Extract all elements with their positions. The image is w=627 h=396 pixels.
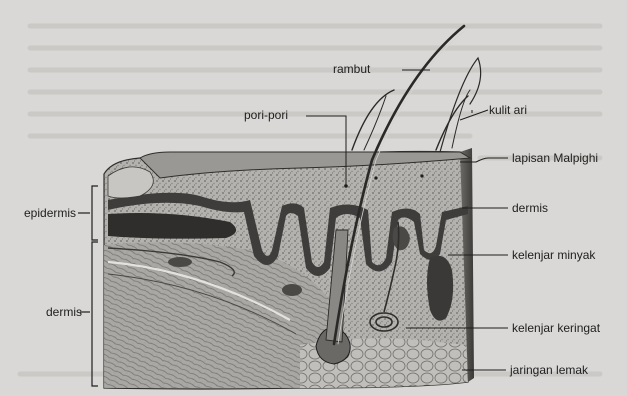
small-gland [168,257,192,267]
label-dermis-right: dermis [512,201,548,215]
label-kulit-ari: kulit ari [489,103,527,117]
left-brackets [78,186,98,386]
label-epidermis-left: epidermis [24,206,76,220]
label-lapisan-malpighi: lapisan Malpighi [512,151,598,165]
label-kelenjar-minyak: kelenjar minyak [512,248,595,262]
label-rambut: rambut [333,62,370,76]
label-kelenjar-keringat: kelenjar keringat [512,321,600,335]
sebaceous-gland [427,256,453,321]
label-dermis-left: dermis [46,305,82,319]
label-jaringan-lemak: jaringan lemak [510,363,588,377]
label-pori-pori: pori-pori [244,108,288,122]
small-gland [282,284,302,296]
